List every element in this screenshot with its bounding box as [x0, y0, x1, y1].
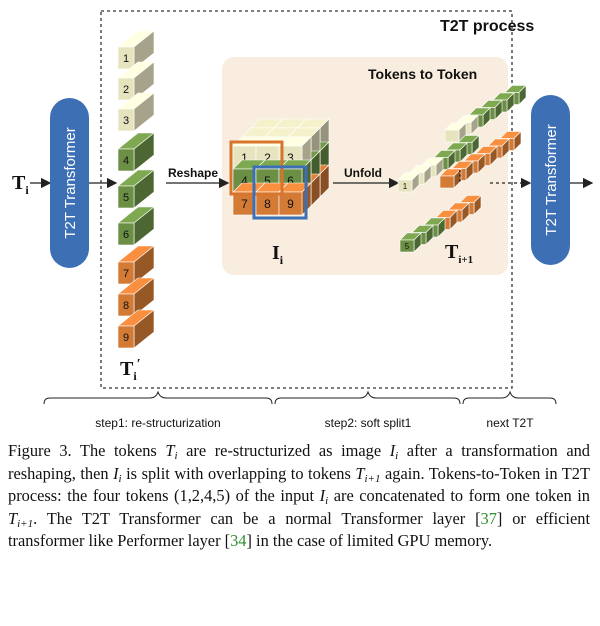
math-ii: Ii: [113, 463, 122, 485]
column-token: 5: [117, 169, 155, 209]
left-transformer-block: [50, 98, 89, 268]
reshaped-image-grid: 1 2 3 4 5 6 7 8 9: [229, 118, 330, 220]
svg-text:3: 3: [287, 151, 294, 165]
output-label: Ti+1: [445, 241, 473, 266]
input-label: Ti: [12, 172, 29, 197]
caption-text: is split with overlapping to tokens: [121, 463, 356, 483]
caption-text: Figure 3. The tokens: [8, 441, 166, 460]
output-token-segment: [499, 130, 522, 152]
svg-text:6: 6: [123, 229, 129, 241]
column-token: 6: [117, 206, 155, 246]
column-token: 4: [117, 132, 155, 172]
step1-brace: [43, 390, 273, 405]
caption-text: ] or efficient transformer like Performe…: [8, 508, 590, 551]
column-label: Ti′: [120, 357, 141, 383]
svg-text:2: 2: [123, 84, 129, 96]
left-transformer-label: T2T Transformer: [62, 127, 79, 238]
caption-text: ] in the case of limited GPU memory.: [246, 531, 493, 551]
unfold-label: Unfold: [344, 166, 382, 180]
svg-text:4: 4: [123, 155, 129, 167]
svg-text:1: 1: [123, 53, 129, 65]
output-token-segment: 1: [397, 172, 420, 193]
caption-text: again. Tokens-to-Token in T2T process: t…: [8, 463, 591, 506]
svg-text:2: 2: [264, 151, 271, 165]
svg-text:7: 7: [123, 268, 129, 280]
caption-text: after a transformation and reshaping, th…: [8, 441, 590, 483]
column-token: 8: [117, 277, 155, 317]
output-token-segment: [439, 168, 462, 189]
svg-text:6: 6: [287, 174, 294, 188]
svg-text:8: 8: [264, 197, 271, 211]
output-token-segment: 5: [399, 232, 422, 253]
reshape-label: Reshape: [168, 166, 218, 180]
step1-label: step1: re-structurization: [95, 416, 220, 430]
svg-text:4: 4: [241, 174, 248, 188]
svg-text:3: 3: [123, 115, 129, 127]
figure-caption: Figure 3. The tokens Ti are re-structuri…: [8, 440, 590, 553]
svg-text:9: 9: [287, 197, 294, 211]
right-transformer-label: T2T Transformer: [543, 124, 560, 235]
output-tokens: 5215465: [397, 84, 527, 253]
svg-text:5: 5: [405, 242, 410, 251]
output-token-mid: 54: [439, 130, 522, 189]
svg-text:1: 1: [241, 151, 248, 165]
citation-link[interactable]: 34: [230, 531, 247, 551]
column-token: 2: [117, 61, 155, 101]
step2-brace: [274, 390, 461, 405]
tokens-to-token-title: Tokens to Token: [368, 66, 477, 82]
output-token-top: 5: [444, 84, 527, 143]
output-token-bottom: 65: [399, 194, 482, 253]
t2t-process-box: [100, 10, 513, 389]
math-ii: Ii: [389, 441, 399, 462]
svg-text:8: 8: [123, 300, 129, 312]
column-token: 1: [117, 30, 155, 70]
column-token: 9: [117, 309, 155, 349]
caption-text: are re-structurized as image: [177, 441, 390, 460]
math-ti: Ti: [165, 441, 178, 462]
output-token-segment: [444, 122, 467, 143]
output-token-front: 21: [397, 134, 480, 193]
citation-link[interactable]: 37: [480, 508, 497, 528]
svg-text:5: 5: [264, 174, 271, 188]
step3-brace: [462, 390, 557, 405]
step2-label: step2: soft split1: [325, 416, 412, 430]
caption-text: . The T2T Transformer can be a normal Tr…: [33, 508, 481, 528]
t2t-process-diagram: T2T process Tokens to Token Ti Reshape U…: [12, 10, 594, 430]
output-ellipsis: ⋮: [453, 168, 467, 184]
math-ti1: Ti+1: [8, 508, 34, 530]
math-ii: Ii: [319, 486, 329, 508]
column-token: 3: [117, 92, 155, 132]
caption-text: are concatenated to form one token in: [328, 486, 591, 506]
step3-label: next T2T: [486, 416, 534, 430]
column-token: 7: [117, 245, 155, 285]
svg-text:9: 9: [123, 332, 129, 344]
svg-text:7: 7: [241, 197, 248, 211]
svg-text:1: 1: [403, 182, 408, 191]
grid-label: Ii: [272, 242, 284, 267]
overlap-window-blue: [252, 165, 308, 220]
right-transformer-block: [531, 95, 570, 265]
math-ti1: Ti+1: [355, 463, 381, 485]
token-column: 1 2 3 4 5 6 7 8 9: [117, 30, 155, 349]
svg-text:5: 5: [123, 192, 129, 204]
process-title: T2T process: [440, 18, 534, 35]
